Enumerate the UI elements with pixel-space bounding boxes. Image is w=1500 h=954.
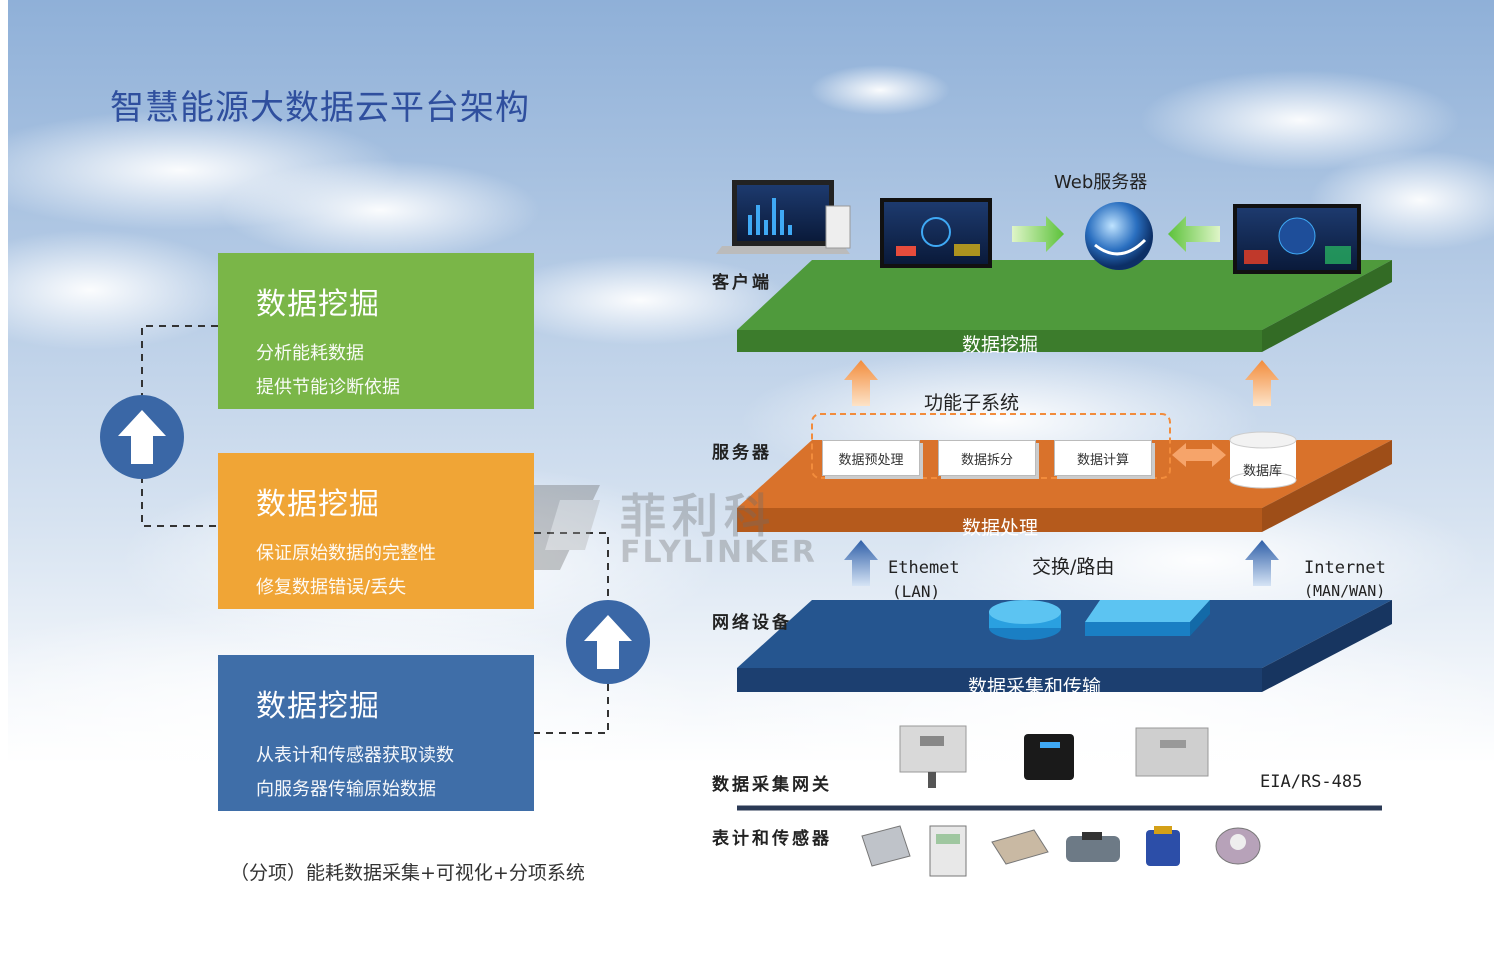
subsystem-split: 数据拆分 bbox=[938, 440, 1036, 476]
card-data-mining: 数据挖掘 分析能耗数据 提供节能诊断依据 bbox=[218, 253, 534, 409]
subsystem-compute: 数据计算 bbox=[1054, 440, 1152, 476]
card-heading: 数据挖掘 bbox=[256, 689, 380, 724]
meter-label: 表计和传感器 bbox=[712, 829, 832, 849]
card-heading: 数据挖掘 bbox=[256, 487, 380, 522]
card-line: 向服务器传输原始数据 bbox=[256, 779, 436, 800]
card-line: 提供节能诊断依据 bbox=[256, 377, 400, 398]
page-title: 智慧能源大数据云平台架构 bbox=[110, 88, 530, 128]
wan-label: (MAN/WAN) bbox=[1304, 582, 1386, 600]
blue-up-arrows bbox=[844, 540, 1279, 586]
green-arrows bbox=[1012, 216, 1220, 252]
gateway-devices bbox=[899, 725, 1209, 788]
orange-up-arrows bbox=[844, 360, 1279, 406]
caption: （分项）能耗数据采集+可视化+分项系统 bbox=[230, 862, 585, 884]
watermark-en: FLYLINKER bbox=[620, 535, 817, 570]
ethernet-label: Ethemet bbox=[888, 558, 960, 578]
globe-icon bbox=[1085, 202, 1153, 270]
green-platform-label: 数据挖掘 bbox=[962, 334, 1039, 356]
card-heading: 数据挖掘 bbox=[256, 287, 380, 322]
card-line: 分析能耗数据 bbox=[256, 343, 364, 364]
function-subsystem-label: 功能子系统 bbox=[924, 392, 1020, 414]
card-data-processing: 数据挖掘 保证原始数据的完整性 修复数据错误/丢失 bbox=[218, 453, 534, 609]
internet-label: Internet bbox=[1304, 558, 1386, 578]
blue-platform bbox=[737, 600, 1392, 692]
card-data-collection: 数据挖掘 从表计和传感器获取读数 向服务器传输原始数据 bbox=[218, 655, 534, 811]
card-line: 保证原始数据的完整性 bbox=[256, 543, 436, 564]
blue-platform-label: 数据采集和传输 bbox=[968, 676, 1102, 698]
gateway-label: 数据采集网关 bbox=[712, 775, 832, 795]
switching-label: 交换/路由 bbox=[1032, 556, 1115, 578]
dashed-connectors bbox=[141, 325, 609, 734]
database-label: 数据库 bbox=[1243, 464, 1283, 479]
right-display-icon bbox=[1233, 204, 1361, 274]
up-arrow-circle-right bbox=[566, 600, 650, 684]
monitor-icon bbox=[880, 198, 992, 268]
web-server-label: Web服务器 bbox=[1054, 172, 1148, 193]
meter-devices bbox=[861, 825, 1261, 877]
green-platform bbox=[737, 260, 1392, 352]
client-label: 客户端 bbox=[712, 273, 772, 293]
laptop-icon bbox=[716, 180, 851, 254]
rs485-label: EIA/RS-485 bbox=[1260, 772, 1363, 792]
orange-platform-label: 数据处理 bbox=[962, 517, 1039, 539]
up-arrow-circle-left bbox=[100, 395, 184, 479]
watermark-cn: 菲利科 bbox=[620, 489, 776, 543]
card-line: 修复数据错误/丢失 bbox=[256, 577, 407, 598]
subsystem-preprocess: 数据预处理 bbox=[822, 440, 920, 476]
network-label: 网络设备 bbox=[712, 613, 792, 633]
card-line: 从表计和传感器获取读数 bbox=[256, 745, 454, 766]
server-label: 服务器 bbox=[712, 443, 772, 463]
lan-label: (LAN) bbox=[892, 582, 941, 601]
